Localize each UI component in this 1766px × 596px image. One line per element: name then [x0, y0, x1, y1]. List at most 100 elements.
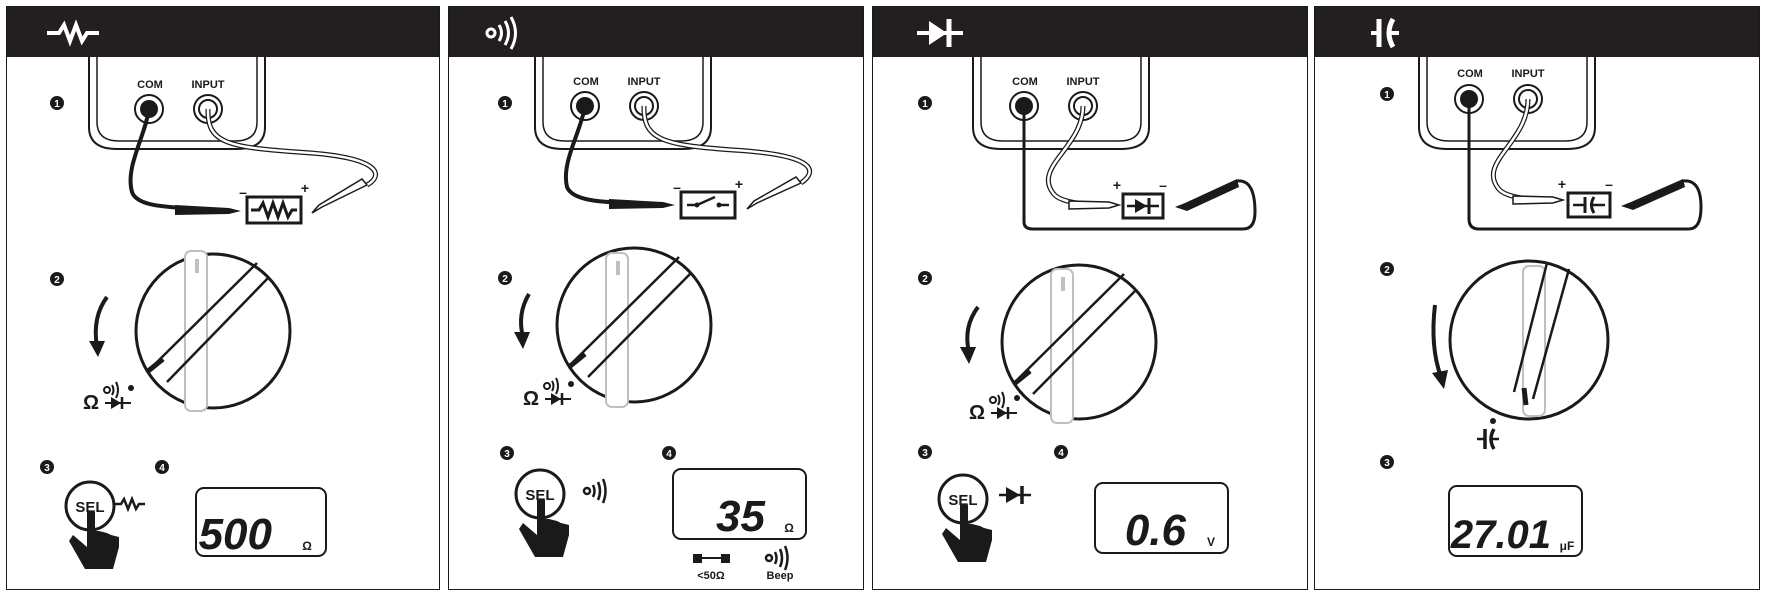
meter-body	[972, 57, 1150, 150]
svg-text:Ω: Ω	[969, 402, 985, 424]
svg-text:3: 3	[44, 463, 50, 474]
rotary-dial	[1000, 263, 1158, 424]
lcd-value: 500	[199, 510, 273, 559]
rotate-arrow-head	[89, 341, 105, 357]
lcd-display	[195, 487, 327, 557]
rotate-arrow-head	[1432, 370, 1448, 389]
svg-text:4: 4	[666, 449, 672, 460]
pointing-hand-icon	[942, 505, 992, 562]
svg-text:4: 4	[1058, 448, 1064, 459]
black-test-lead	[1022, 106, 1257, 231]
step-3-marker: 3	[500, 446, 514, 460]
step-1-marker: 1	[1380, 87, 1394, 101]
panel-capacitance: COM INPUT + – 1 2	[1314, 6, 1760, 590]
rotate-arrow	[519, 292, 531, 338]
svg-text:1: 1	[54, 99, 60, 110]
resistor-icon	[245, 195, 303, 225]
svg-text:1: 1	[1384, 90, 1390, 101]
svg-text:2: 2	[922, 274, 928, 285]
resistor-icon	[115, 495, 145, 513]
step-2-marker: 2	[50, 272, 64, 286]
svg-text:4: 4	[159, 463, 165, 474]
step-1-marker: 1	[50, 96, 64, 110]
svg-text:Ω: Ω	[83, 392, 99, 414]
lcd-unit: Ω	[784, 521, 794, 535]
rotary-dial	[134, 250, 292, 412]
svg-text:1: 1	[922, 99, 928, 110]
rotate-arrow	[93, 295, 109, 348]
lcd-unit: V	[1207, 535, 1215, 549]
step-2-marker: 2	[1380, 262, 1394, 276]
pointing-hand-icon	[69, 512, 119, 569]
svg-text:1: 1	[502, 99, 508, 110]
ohm-continuity-diode-icon: Ω	[969, 391, 1020, 424]
black-probe	[175, 205, 241, 215]
svg-text:Ω: Ω	[523, 388, 539, 410]
svg-text:SEL: SEL	[75, 499, 104, 516]
threshold-label: <50Ω	[697, 570, 725, 582]
plus-sign: +	[735, 176, 743, 192]
com-port-label: COM	[137, 79, 163, 91]
plus-sign: +	[1558, 176, 1566, 192]
input-port-label: INPUT	[628, 76, 661, 88]
svg-text:SEL: SEL	[525, 487, 554, 504]
rotate-arrow	[965, 305, 980, 353]
input-port-label: INPUT	[1067, 76, 1100, 88]
capacitor-icon	[1477, 418, 1499, 450]
step-3-marker: 3	[40, 460, 54, 474]
continuity-beep-icon	[764, 545, 789, 571]
minus-sign: –	[1159, 177, 1167, 193]
plus-sign: +	[1113, 177, 1121, 193]
meter-body	[1418, 57, 1596, 150]
meter-body	[88, 57, 266, 150]
red-probe	[746, 176, 803, 210]
black-probe	[609, 199, 675, 209]
minus-sign: –	[1605, 176, 1613, 192]
step-1-marker: 1	[918, 96, 932, 110]
continuity-beep-icon	[582, 478, 607, 504]
capacitor-icon	[1566, 191, 1612, 219]
lcd-value: 0.6	[1125, 506, 1187, 555]
svg-text:SEL: SEL	[948, 492, 977, 509]
short-circuit-icon	[693, 554, 730, 563]
diode-icon	[999, 486, 1031, 504]
step-4-marker: 4	[662, 446, 676, 460]
rotary-dial	[1448, 259, 1610, 421]
com-port-label: COM	[1457, 68, 1483, 80]
step-3-marker: 3	[918, 445, 932, 459]
black-probe	[1175, 179, 1239, 211]
panel-resistance: COM INPUT – + 1 2 Ω	[6, 6, 440, 590]
minus-sign: –	[673, 179, 681, 195]
switch-icon	[679, 190, 737, 220]
svg-text:3: 3	[504, 449, 510, 460]
step-4-marker: 4	[155, 460, 169, 474]
svg-text:3: 3	[922, 448, 928, 459]
plus-sign: +	[301, 180, 309, 196]
minus-sign: –	[239, 184, 247, 200]
lcd-display	[672, 468, 807, 540]
rotate-arrow	[1431, 304, 1443, 378]
ohm-continuity-diode-icon: Ω	[523, 377, 574, 410]
panel-capacitance-art: COM INPUT + – 1 2	[1371, 17, 1703, 557]
rotate-arrow-head	[960, 347, 976, 364]
lcd-value: 27.01	[1450, 513, 1551, 557]
rotary-dial	[555, 246, 713, 408]
ohm-continuity-diode-icon: Ω	[83, 381, 134, 414]
step-1-marker: 1	[498, 96, 512, 110]
panel-resistance-art: COM INPUT – + 1 2 Ω	[40, 19, 378, 569]
sel-button: SEL	[514, 468, 566, 520]
lcd-unit: Ω	[302, 539, 312, 553]
lcd-display	[1094, 482, 1229, 554]
black-probe	[1621, 179, 1685, 210]
meter-body	[534, 57, 712, 150]
svg-text:2: 2	[54, 275, 60, 286]
resistor-icon	[47, 19, 99, 47]
red-probe	[311, 178, 369, 214]
step-4-marker: 4	[1054, 445, 1068, 459]
panel-diode-art: COM INPUT + – 1 2 Ω	[917, 19, 1257, 562]
pointing-hand-icon	[519, 500, 569, 557]
lcd-value: 35	[716, 492, 765, 541]
com-port-label: COM	[1012, 76, 1038, 88]
step-2-marker: 2	[918, 271, 932, 285]
com-port-label: COM	[573, 76, 599, 88]
